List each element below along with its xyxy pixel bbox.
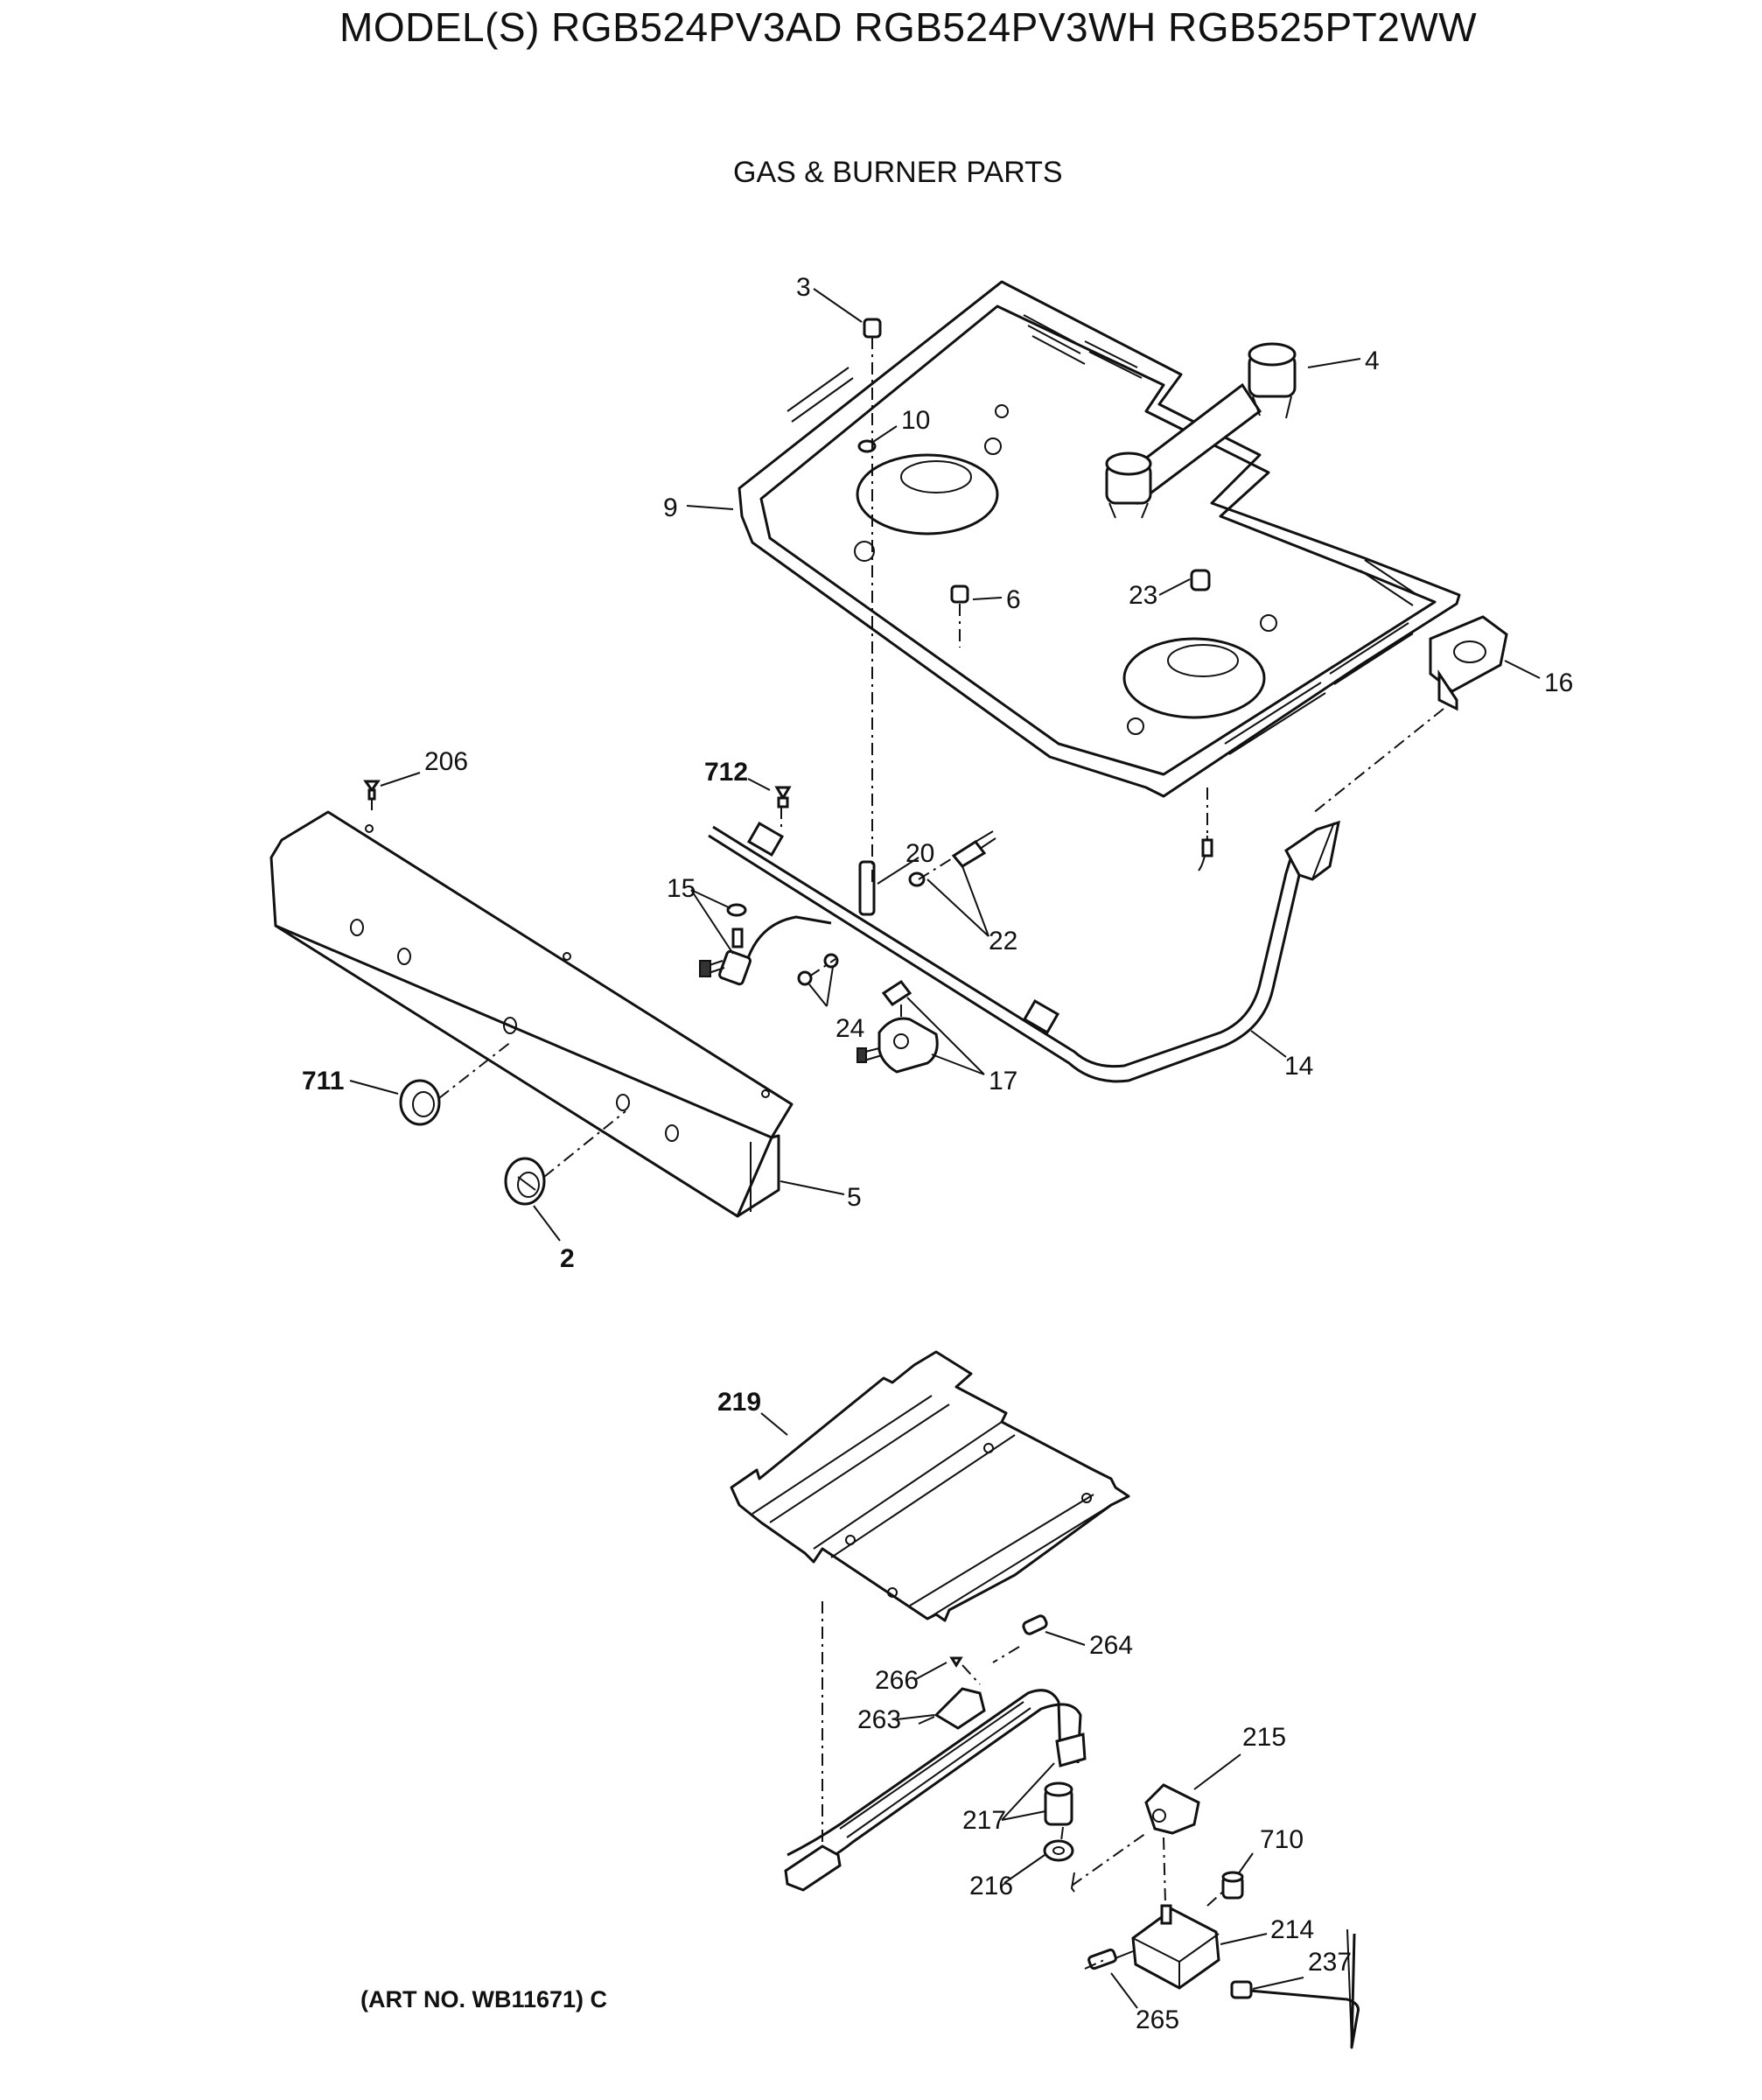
callout-20: 20 [905,839,934,868]
screw-part-206 [363,780,381,801]
callout-711: 711 [302,1067,344,1096]
connector-part-264 [1022,1614,1048,1635]
callout-710: 710 [1260,1825,1304,1854]
callout-4: 4 [1365,346,1380,375]
igniter-part-263 [918,1687,986,1730]
valve-part-15 [699,903,832,986]
callout-206: 206 [424,747,468,776]
bracket-part-16 [1429,615,1508,711]
callout-15: 15 [667,874,696,903]
callout-219: 219 [717,1388,761,1417]
screw-part-266 [949,1656,963,1668]
leader-lines [349,288,1541,2009]
tube-part-20 [858,860,876,916]
spud-part-6 [950,584,969,604]
callout-215: 215 [1242,1723,1286,1752]
broil-burner-part [784,1689,1087,1892]
callout-10: 10 [901,406,930,435]
callout-16: 16 [1544,668,1573,697]
callout-22: 22 [989,927,1017,956]
callout-217: 217 [962,1806,1006,1835]
orifice-part-217 [1044,1782,1073,1826]
callout-14: 14 [1284,1052,1313,1081]
burner-box-part [738,280,1461,798]
callout-263: 263 [857,1705,901,1734]
callout-labels: 3 4 10 9 6 23 16 206 712 20 15 22 24 17 … [302,273,1573,2034]
nut-part-216 [1043,1839,1074,1862]
callout-266: 266 [875,1666,919,1695]
art-number: (ART NO. WB11671) C [360,1986,608,2012]
callout-23: 23 [1129,581,1157,610]
manifold-pipe-part-14 [708,820,1340,1083]
section-subtitle: GAS & BURNER PARTS [733,156,1063,189]
callout-3: 3 [796,273,811,302]
fitting-part-22 [908,830,996,887]
callout-264: 264 [1089,1631,1133,1660]
stud-part [1201,838,1213,858]
knob-part-2 [504,1157,546,1206]
sensor-part-237 [1230,1928,1360,2049]
knob-part-711 [399,1079,441,1126]
callout-2: 2 [560,1244,575,1273]
callout-214: 214 [1270,1915,1314,1944]
callout-9: 9 [663,494,678,522]
callout-6: 6 [1006,585,1021,614]
callout-17: 17 [989,1067,1017,1096]
screw-part-24 [797,953,839,986]
manifold-panel-part-5 [269,810,794,1218]
callout-712: 712 [704,758,748,787]
callout-24: 24 [836,1014,864,1043]
broil-shield-part-219 [730,1350,1130,1622]
callout-5: 5 [847,1183,862,1212]
assembly-lines [371,337,1444,1970]
cap-part-710 [1221,1871,1244,1900]
washer-part-10 [857,439,877,453]
callout-237: 237 [1308,1948,1352,1977]
spud-part-23 [1190,569,1211,592]
bracket-part-215 [1144,1783,1200,1835]
igniter-assembly-part [1105,342,1297,519]
screw-part-3 [863,318,882,339]
screw-part-712 [774,786,792,808]
page-title: MODEL(S) RGB524PV3AD RGB524PV3WH RGB525P… [339,4,1478,50]
callout-216: 216 [969,1872,1013,1900]
valve-part-17 [857,979,939,1074]
callout-265: 265 [1136,2006,1179,2034]
thermostat-valve-part-214 [1110,1904,1220,1990]
